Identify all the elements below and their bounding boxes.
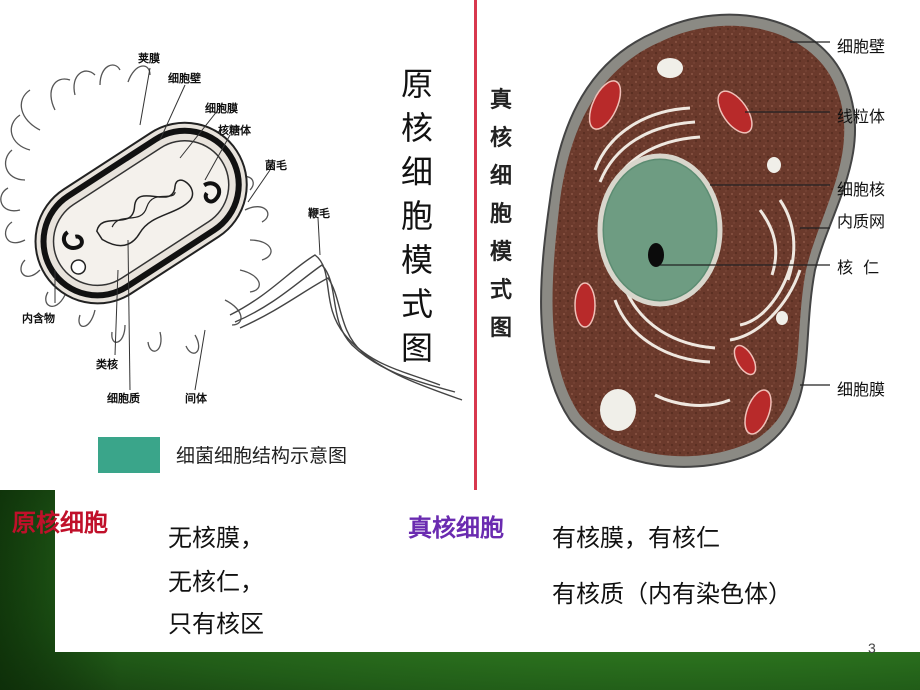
label-nucleoid: 类核 — [96, 358, 118, 371]
leader-lines — [660, 41, 830, 386]
title-char: 式 — [400, 285, 433, 323]
eukaryote-title: 真 核 细 胞 模 式 图 — [483, 82, 519, 348]
label-capsule: 荚膜 — [138, 52, 160, 65]
flagellum-strands — [229, 254, 463, 401]
bacterium-body — [34, 121, 248, 305]
title-char: 真 — [489, 88, 512, 113]
title-char: 核 — [489, 126, 512, 151]
legend-caption: 细菌细胞结构示意图 — [176, 445, 348, 467]
label-flagellum: 鞭毛 — [308, 207, 330, 220]
prokaryote-line-3: 只有核区 — [168, 610, 264, 638]
vesicles — [600, 58, 788, 431]
eukaryote-header: 真核细胞 — [408, 514, 504, 542]
eukaryote-line-1: 有核膜，有核仁 — [552, 524, 720, 552]
title-char: 细 — [489, 164, 512, 189]
nucleus — [597, 153, 723, 307]
label-pili: 菌毛 — [265, 159, 287, 172]
title-char: 模 — [400, 241, 433, 279]
eukaryote-line-2: 有核质（内有染色体） — [552, 580, 792, 608]
prokaryote-title: 原 核 细 胞 模 式 图 — [395, 62, 439, 370]
legend-swatch — [98, 437, 160, 473]
label-nucleus: 细胞核 — [837, 180, 886, 199]
label-nucleolus: 核 仁 — [837, 258, 880, 277]
title-char: 图 — [400, 329, 433, 367]
label-cytoplasm: 细胞质 — [107, 392, 140, 405]
label-cell-membrane: 细胞膜 — [205, 102, 238, 115]
title-char: 模 — [489, 240, 512, 265]
title-char: 图 — [489, 316, 512, 341]
prokaryote-line-2: 无核仁， — [168, 568, 264, 596]
title-char: 胞 — [489, 202, 512, 227]
er-membranes — [593, 106, 802, 407]
label-er: 内质网 — [837, 212, 886, 231]
mitochondria — [574, 80, 772, 435]
eukaryote-diagram — [540, 13, 856, 468]
leader-lines — [54, 67, 321, 391]
label-cell-wall: 细胞壁 — [168, 72, 201, 85]
prokaryote-line-1: 无核膜， — [168, 524, 264, 552]
pili-hairs — [0, 64, 272, 354]
title-char: 核 — [400, 109, 433, 147]
title-char: 细 — [400, 153, 433, 191]
label-ribosome: 核糖体 — [218, 124, 251, 137]
label-cell-membrane-euk: 细胞膜 — [837, 380, 886, 399]
label-mitochondria: 线粒体 — [837, 107, 886, 126]
title-char: 原 — [400, 65, 433, 103]
prokaryote-header: 原核细胞 — [12, 509, 108, 537]
label-cell-wall-euk: 细胞壁 — [837, 37, 886, 56]
label-inclusion: 内含物 — [22, 312, 55, 325]
divider-line — [474, 0, 477, 490]
comparison-text-panel — [55, 490, 920, 652]
title-char: 胞 — [400, 197, 433, 235]
title-char: 式 — [489, 278, 512, 303]
prokaryote-diagram — [0, 64, 463, 401]
page-number: 3 — [868, 640, 876, 656]
label-mesosome: 间体 — [185, 392, 207, 405]
